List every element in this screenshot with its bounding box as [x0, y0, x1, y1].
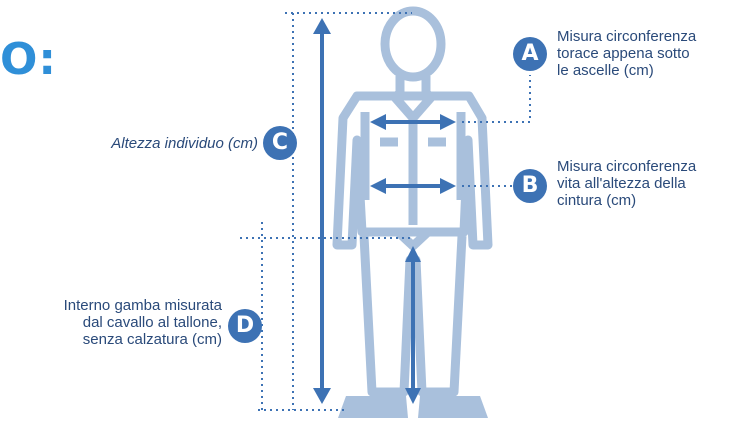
- label-a-line: torace appena sotto: [557, 45, 727, 62]
- label-b-line: Misura circonferenza: [557, 158, 727, 175]
- label-a-line: Misura circonferenza: [557, 28, 727, 45]
- label-d-line: senza calzatura (cm): [2, 331, 222, 348]
- arrow-c-head-bottom: [313, 388, 331, 404]
- label-b: Misura circonferenza vita all'altezza de…: [557, 158, 727, 209]
- label-d-line: dal cavallo al tallone,: [2, 314, 222, 331]
- label-a-line: le ascelle (cm): [557, 62, 727, 79]
- label-b-line: vita all'altezza della: [557, 175, 727, 192]
- arrow-b-head-right: [440, 178, 456, 194]
- arrow-a-head-left: [370, 114, 386, 130]
- arrow-d-head-top: [405, 246, 421, 262]
- badge-b: B: [513, 169, 547, 203]
- figure-head: [385, 11, 441, 77]
- figure-shoe-right: [418, 396, 488, 418]
- badge-a: A: [513, 37, 547, 71]
- badge-c: C: [263, 126, 297, 160]
- label-a: Misura circonferenza torace appena sotto…: [557, 28, 727, 79]
- arrow-c-head-top: [313, 18, 331, 34]
- figure-shoe-left: [338, 396, 408, 418]
- arrow-d-head-bottom: [405, 388, 421, 404]
- label-d: Interno gamba misurata dal cavallo al ta…: [2, 297, 222, 348]
- arrow-a-head-right: [440, 114, 456, 130]
- badge-d: D: [228, 309, 262, 343]
- arrow-b-head-left: [370, 178, 386, 194]
- label-c: Altezza individuo (cm): [66, 135, 258, 152]
- heading-fragment: O:: [0, 34, 57, 85]
- label-d-line: Interno gamba misurata: [2, 297, 222, 314]
- label-c-line: Altezza individuo (cm): [66, 135, 258, 152]
- label-b-line: cintura (cm): [557, 192, 727, 209]
